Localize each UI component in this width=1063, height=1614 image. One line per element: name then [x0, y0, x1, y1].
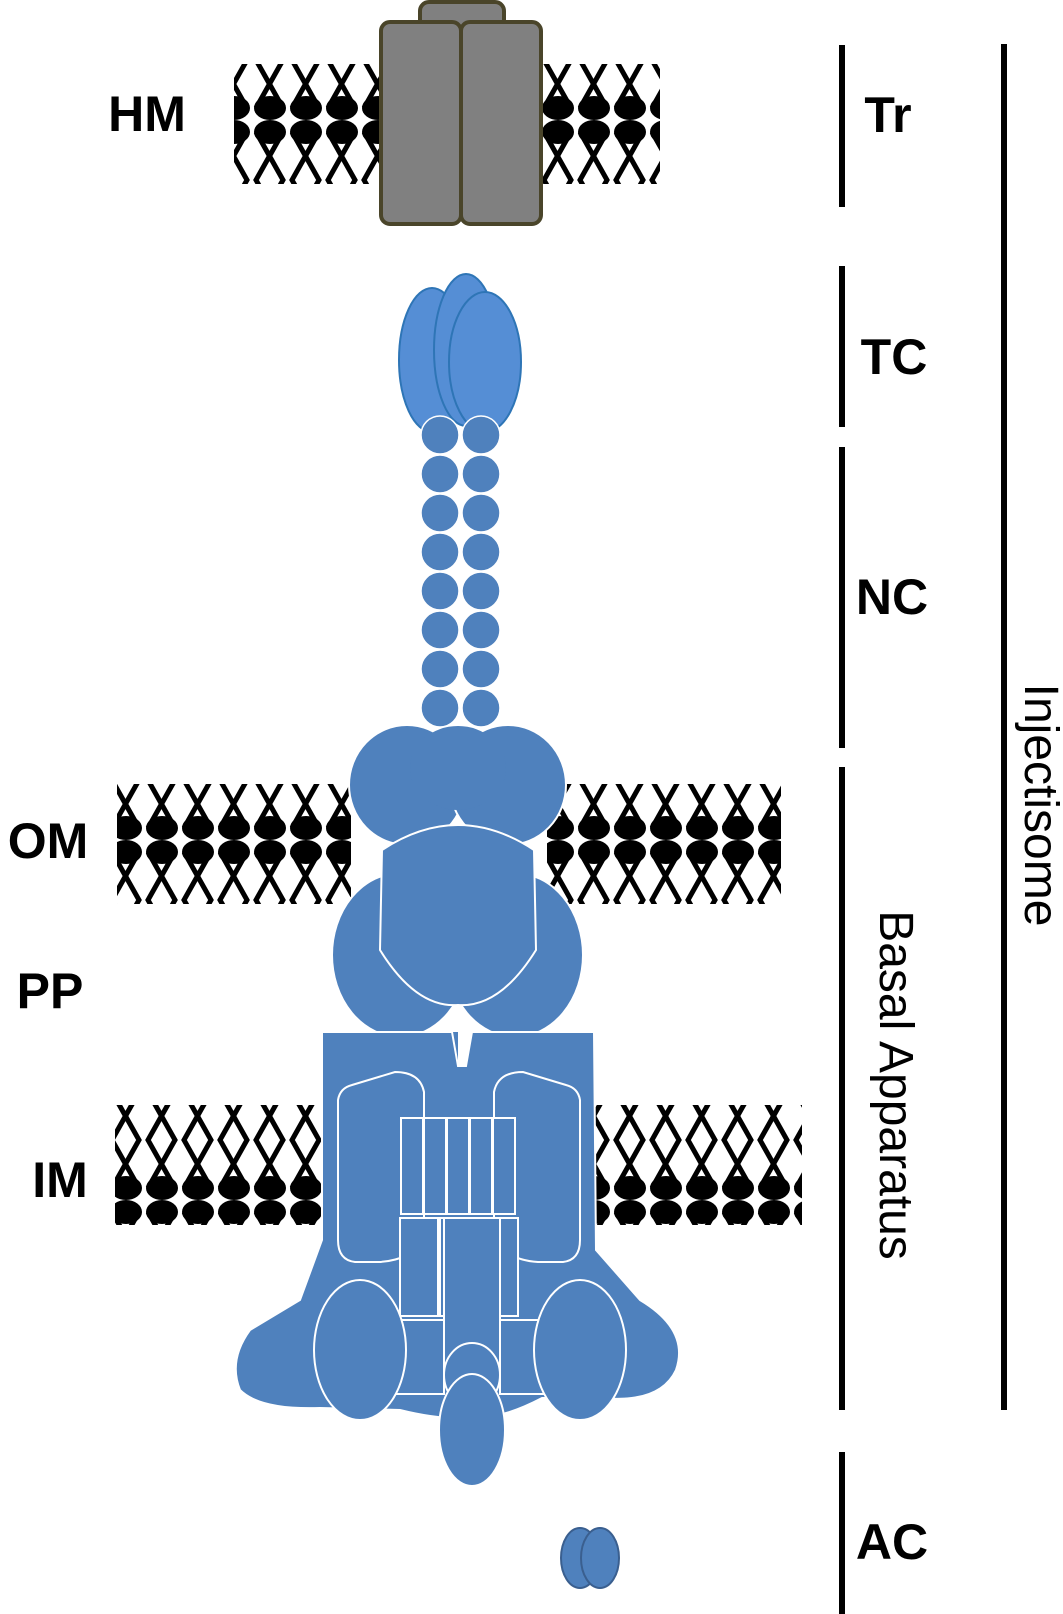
label-om: OM	[8, 813, 89, 869]
needle-complex	[420, 415, 501, 728]
label-im: IM	[32, 1152, 88, 1208]
section-brackets	[839, 44, 1007, 1614]
label-nc: NC	[856, 569, 928, 625]
label-tr: Tr	[864, 87, 911, 143]
host-membrane	[234, 64, 660, 184]
outer-membrane	[117, 784, 781, 904]
label-basal-apparatus: Basal Apparatus	[869, 910, 922, 1260]
tip-complex	[398, 273, 522, 433]
label-ac: AC	[856, 1514, 928, 1570]
translocon	[379, 0, 543, 226]
label-tc: TC	[861, 329, 928, 385]
chaperone	[560, 1527, 620, 1589]
label-pp: PP	[17, 963, 84, 1019]
label-hm: HM	[108, 86, 186, 142]
label-injectisome: Injectisome	[1014, 684, 1063, 927]
inner-membrane	[115, 1105, 802, 1225]
basal-body	[234, 724, 681, 1487]
